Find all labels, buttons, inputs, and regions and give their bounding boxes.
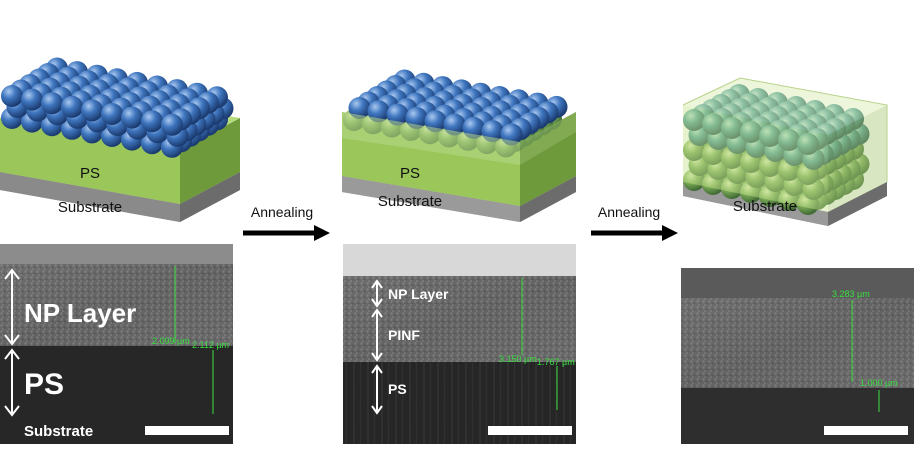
nanoparticle xyxy=(405,106,428,129)
nanoparticle xyxy=(702,113,724,135)
nanoparticle xyxy=(797,133,819,155)
nanoparticle xyxy=(348,97,371,119)
nanoparticle xyxy=(101,103,123,125)
sem1-scale-bar xyxy=(145,426,229,435)
annealing-arrow-2 xyxy=(591,225,678,241)
nanoparticle xyxy=(721,117,743,139)
stage1-block xyxy=(0,57,240,222)
stage2-substrate-front xyxy=(342,176,520,222)
stage1-substrate-label: Substrate xyxy=(58,199,122,216)
sem3-scale-bar xyxy=(824,426,908,435)
nanoparticle xyxy=(367,100,390,123)
sem2-ps-label: PS xyxy=(388,381,407,397)
annealing-label-2: Annealing xyxy=(598,204,660,220)
stage2-substrate-label: Substrate xyxy=(378,193,442,210)
sem2-pinf-label: PINF xyxy=(388,327,420,343)
stage2-ps-label: PS xyxy=(400,165,420,182)
sem1-ps-label: PS xyxy=(24,368,64,401)
nanoparticle xyxy=(21,88,43,111)
stage3-nanoparticles xyxy=(683,84,870,215)
sem2-scale-bar xyxy=(488,426,572,435)
stage1-ps-front xyxy=(0,118,180,204)
nanoparticle xyxy=(121,106,143,129)
sem1-measure-b: 2.112 µm xyxy=(192,340,229,350)
annealing-arrow-1 xyxy=(243,225,330,241)
nanoparticle xyxy=(740,121,762,143)
stage2-block xyxy=(342,69,576,222)
sem2-np-layer-label: NP Layer xyxy=(388,286,449,302)
stage1-ps-label: PS xyxy=(80,165,100,182)
sem-image-2 xyxy=(343,244,576,444)
sem3-measure-a: 3.283 µm xyxy=(832,289,870,299)
sem1-np-layer-label: NP Layer xyxy=(24,298,136,328)
sem-image-3 xyxy=(681,268,914,444)
sem-image-1 xyxy=(0,244,233,444)
nanoparticle xyxy=(141,110,163,133)
annealing-label-1: Annealing xyxy=(251,204,313,220)
nanoparticle xyxy=(759,125,781,147)
nanoparticle xyxy=(1,85,23,107)
nanoparticle xyxy=(443,113,466,136)
nanoparticle xyxy=(41,92,63,115)
nanoparticle xyxy=(386,103,409,126)
nanoparticle xyxy=(683,109,705,131)
nanoparticle xyxy=(61,95,83,118)
sem2-measure-a: 3.150 µm xyxy=(499,354,537,364)
stage1-nanoparticles xyxy=(1,57,234,158)
sem3-measure-b: 1.000 µm xyxy=(860,378,898,388)
stage3-block xyxy=(682,77,888,226)
nanoparticle xyxy=(161,113,183,136)
sem2-measure-b: 1.767 µm xyxy=(537,357,575,367)
nanoparticle xyxy=(778,129,800,151)
nanoparticle xyxy=(81,99,103,122)
stage3-substrate-label: Substrate xyxy=(733,198,797,215)
nanoparticle xyxy=(424,110,447,133)
sem1-measure-a: 2.099 µm xyxy=(152,336,190,346)
sem1-substrate-label: Substrate xyxy=(24,423,93,440)
